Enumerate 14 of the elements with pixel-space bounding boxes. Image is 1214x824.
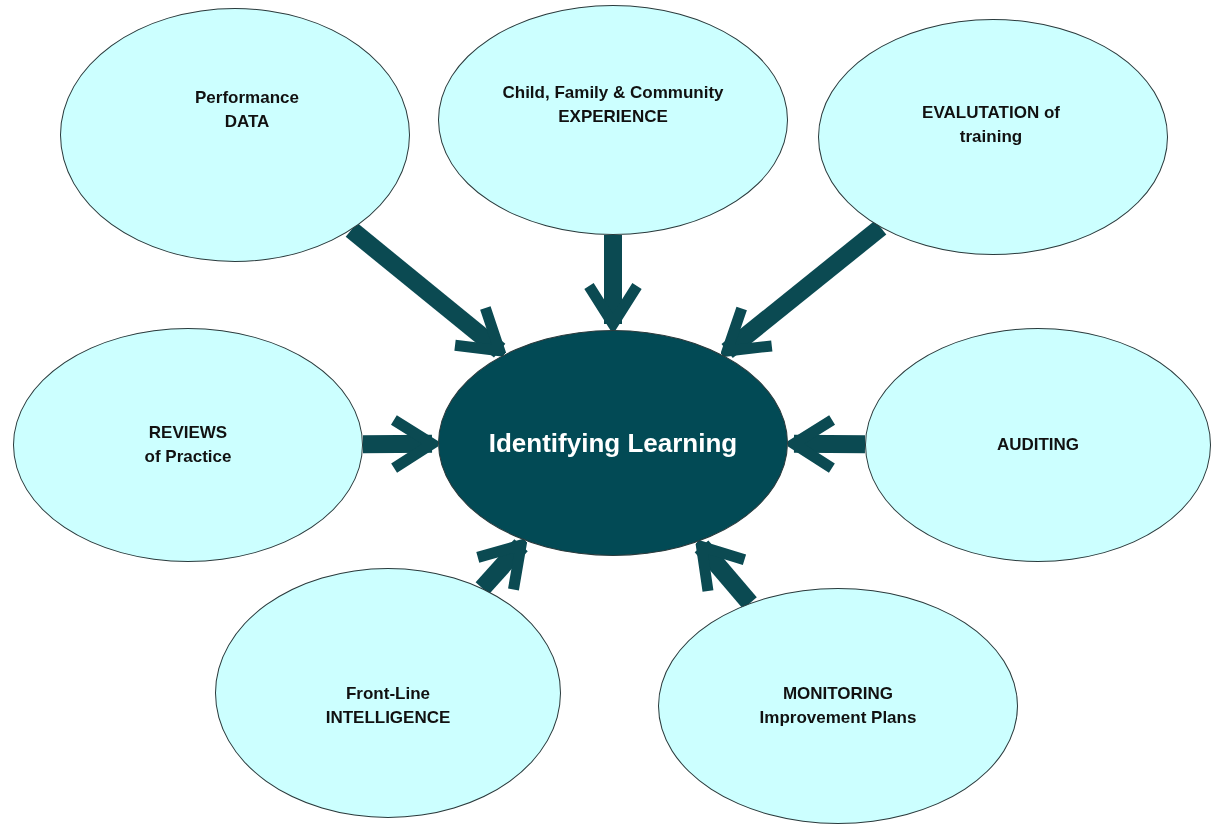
arrow xyxy=(788,414,866,474)
node-label: MONITORING Improvement Plans xyxy=(758,683,918,729)
node-label: EVALUTATION of training xyxy=(921,102,1061,148)
node-label: REVIEWS of Practice xyxy=(143,422,233,468)
node-label: AUDITING xyxy=(995,434,1081,457)
arrow xyxy=(362,414,438,474)
node-label: Identifying Learning xyxy=(487,426,739,460)
node-label: Performance DATA xyxy=(194,87,300,133)
arrow xyxy=(583,235,643,330)
node-label: Front-Line INTELLIGENCE xyxy=(324,683,452,729)
node-label: Child, Family & Community EXPERIENCE xyxy=(501,82,725,128)
arrow xyxy=(345,222,506,358)
arrow xyxy=(694,540,757,609)
arrow xyxy=(721,220,887,359)
